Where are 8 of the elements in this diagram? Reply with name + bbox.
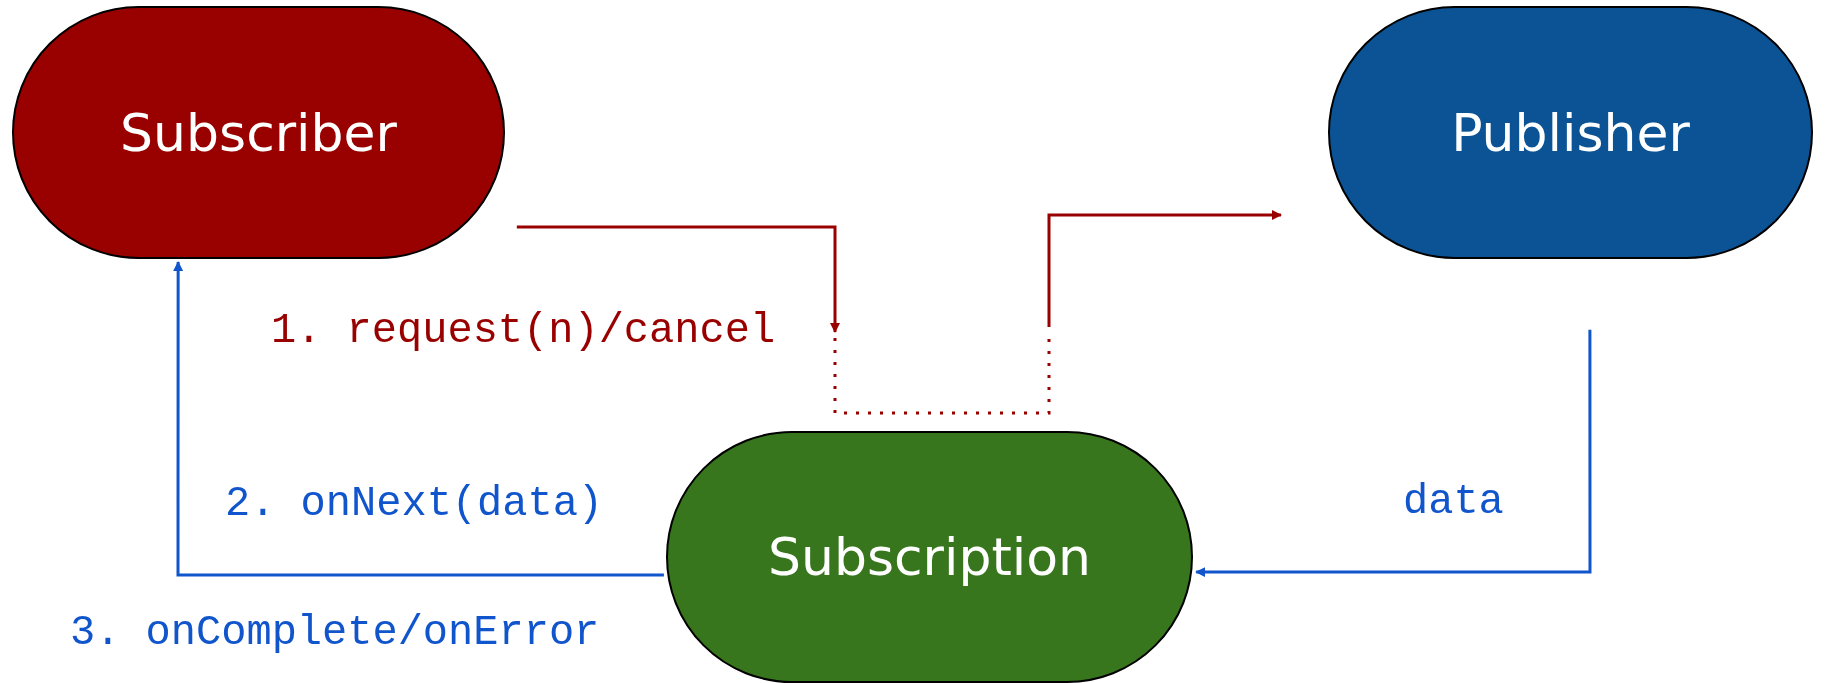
node-label: Publisher — [1451, 102, 1690, 163]
edge-label: 1. request(n)/cancel — [271, 310, 776, 352]
arrow — [173, 261, 664, 577]
arrow — [1047, 210, 1282, 327]
node-label: Subscription — [767, 527, 1092, 587]
arrow — [516, 225, 840, 333]
arrow — [1195, 329, 1592, 578]
node-label: Subscriber — [120, 102, 397, 163]
